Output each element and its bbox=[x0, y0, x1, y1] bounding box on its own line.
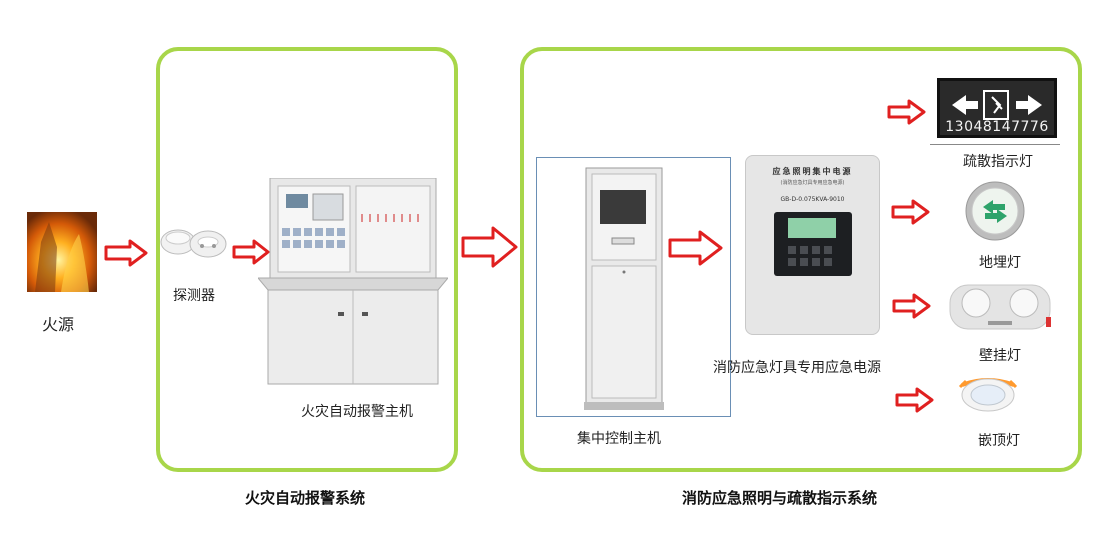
power-display-panel bbox=[774, 212, 852, 276]
button-row bbox=[788, 258, 836, 266]
control-cabinet-icon bbox=[584, 166, 664, 412]
fire-alarm-system-box bbox=[156, 47, 458, 472]
arrow-right-icon bbox=[668, 230, 724, 266]
downlight-icon bbox=[956, 367, 1020, 419]
alarm-console-icon bbox=[258, 178, 448, 388]
emergency-power-label: 消防应急灯具专用应急电源 bbox=[713, 360, 881, 376]
ground-light-label: 地埋灯 bbox=[979, 255, 1021, 271]
arrow-right-icon bbox=[887, 99, 927, 125]
detector-label: 探测器 bbox=[173, 288, 215, 304]
wall-light-label: 壁挂灯 bbox=[979, 348, 1021, 364]
fire-alarm-system-title: 火灾自动报警系统 bbox=[245, 489, 366, 507]
power-model-label: GB-D-0.075KVA-9010 bbox=[780, 196, 845, 203]
button-row bbox=[788, 246, 836, 254]
divider-line bbox=[930, 144, 1060, 145]
power-header-line2: (消防应急灯具专用应急电源) bbox=[780, 180, 845, 186]
control-cabinet-frame bbox=[536, 157, 731, 417]
evacuation-sign-label: 疏散指示灯 bbox=[963, 154, 1033, 170]
emergency-lighting-system-title: 消防应急照明与疏散指示系统 bbox=[682, 489, 878, 507]
smoke-detector-icon bbox=[160, 220, 230, 265]
arrow-right-icon bbox=[895, 387, 935, 413]
recessed-light-label: 嵌顶灯 bbox=[978, 433, 1020, 449]
lcd-screen bbox=[788, 218, 836, 238]
arrow-right-icon bbox=[232, 239, 270, 265]
arrow-right-icon bbox=[104, 239, 148, 267]
arrow-right-icon bbox=[891, 199, 931, 225]
wall-light-icon bbox=[946, 277, 1054, 335]
arrow-right-icon bbox=[461, 226, 519, 268]
power-supply-icon: 应急照明集中电源 (消防应急灯具专用应急电源) GB-D-0.075KVA-90… bbox=[745, 155, 880, 335]
arrow-right-icon bbox=[892, 293, 932, 319]
fire-photo bbox=[27, 212, 97, 292]
emergency-lighting-system-box bbox=[520, 47, 1082, 472]
fire-alarm-host-label: 火灾自动报警主机 bbox=[301, 404, 413, 420]
fire-source-label: 火源 bbox=[42, 315, 75, 334]
sign-overlay-number: 13048147776 bbox=[945, 119, 1049, 135]
power-header-line1: 应急照明集中电源 bbox=[772, 167, 853, 176]
ground-light-icon bbox=[961, 180, 1029, 242]
central-control-host-label: 集中控制主机 bbox=[577, 431, 661, 447]
exit-sign-icon: 13048147776 bbox=[937, 78, 1057, 138]
